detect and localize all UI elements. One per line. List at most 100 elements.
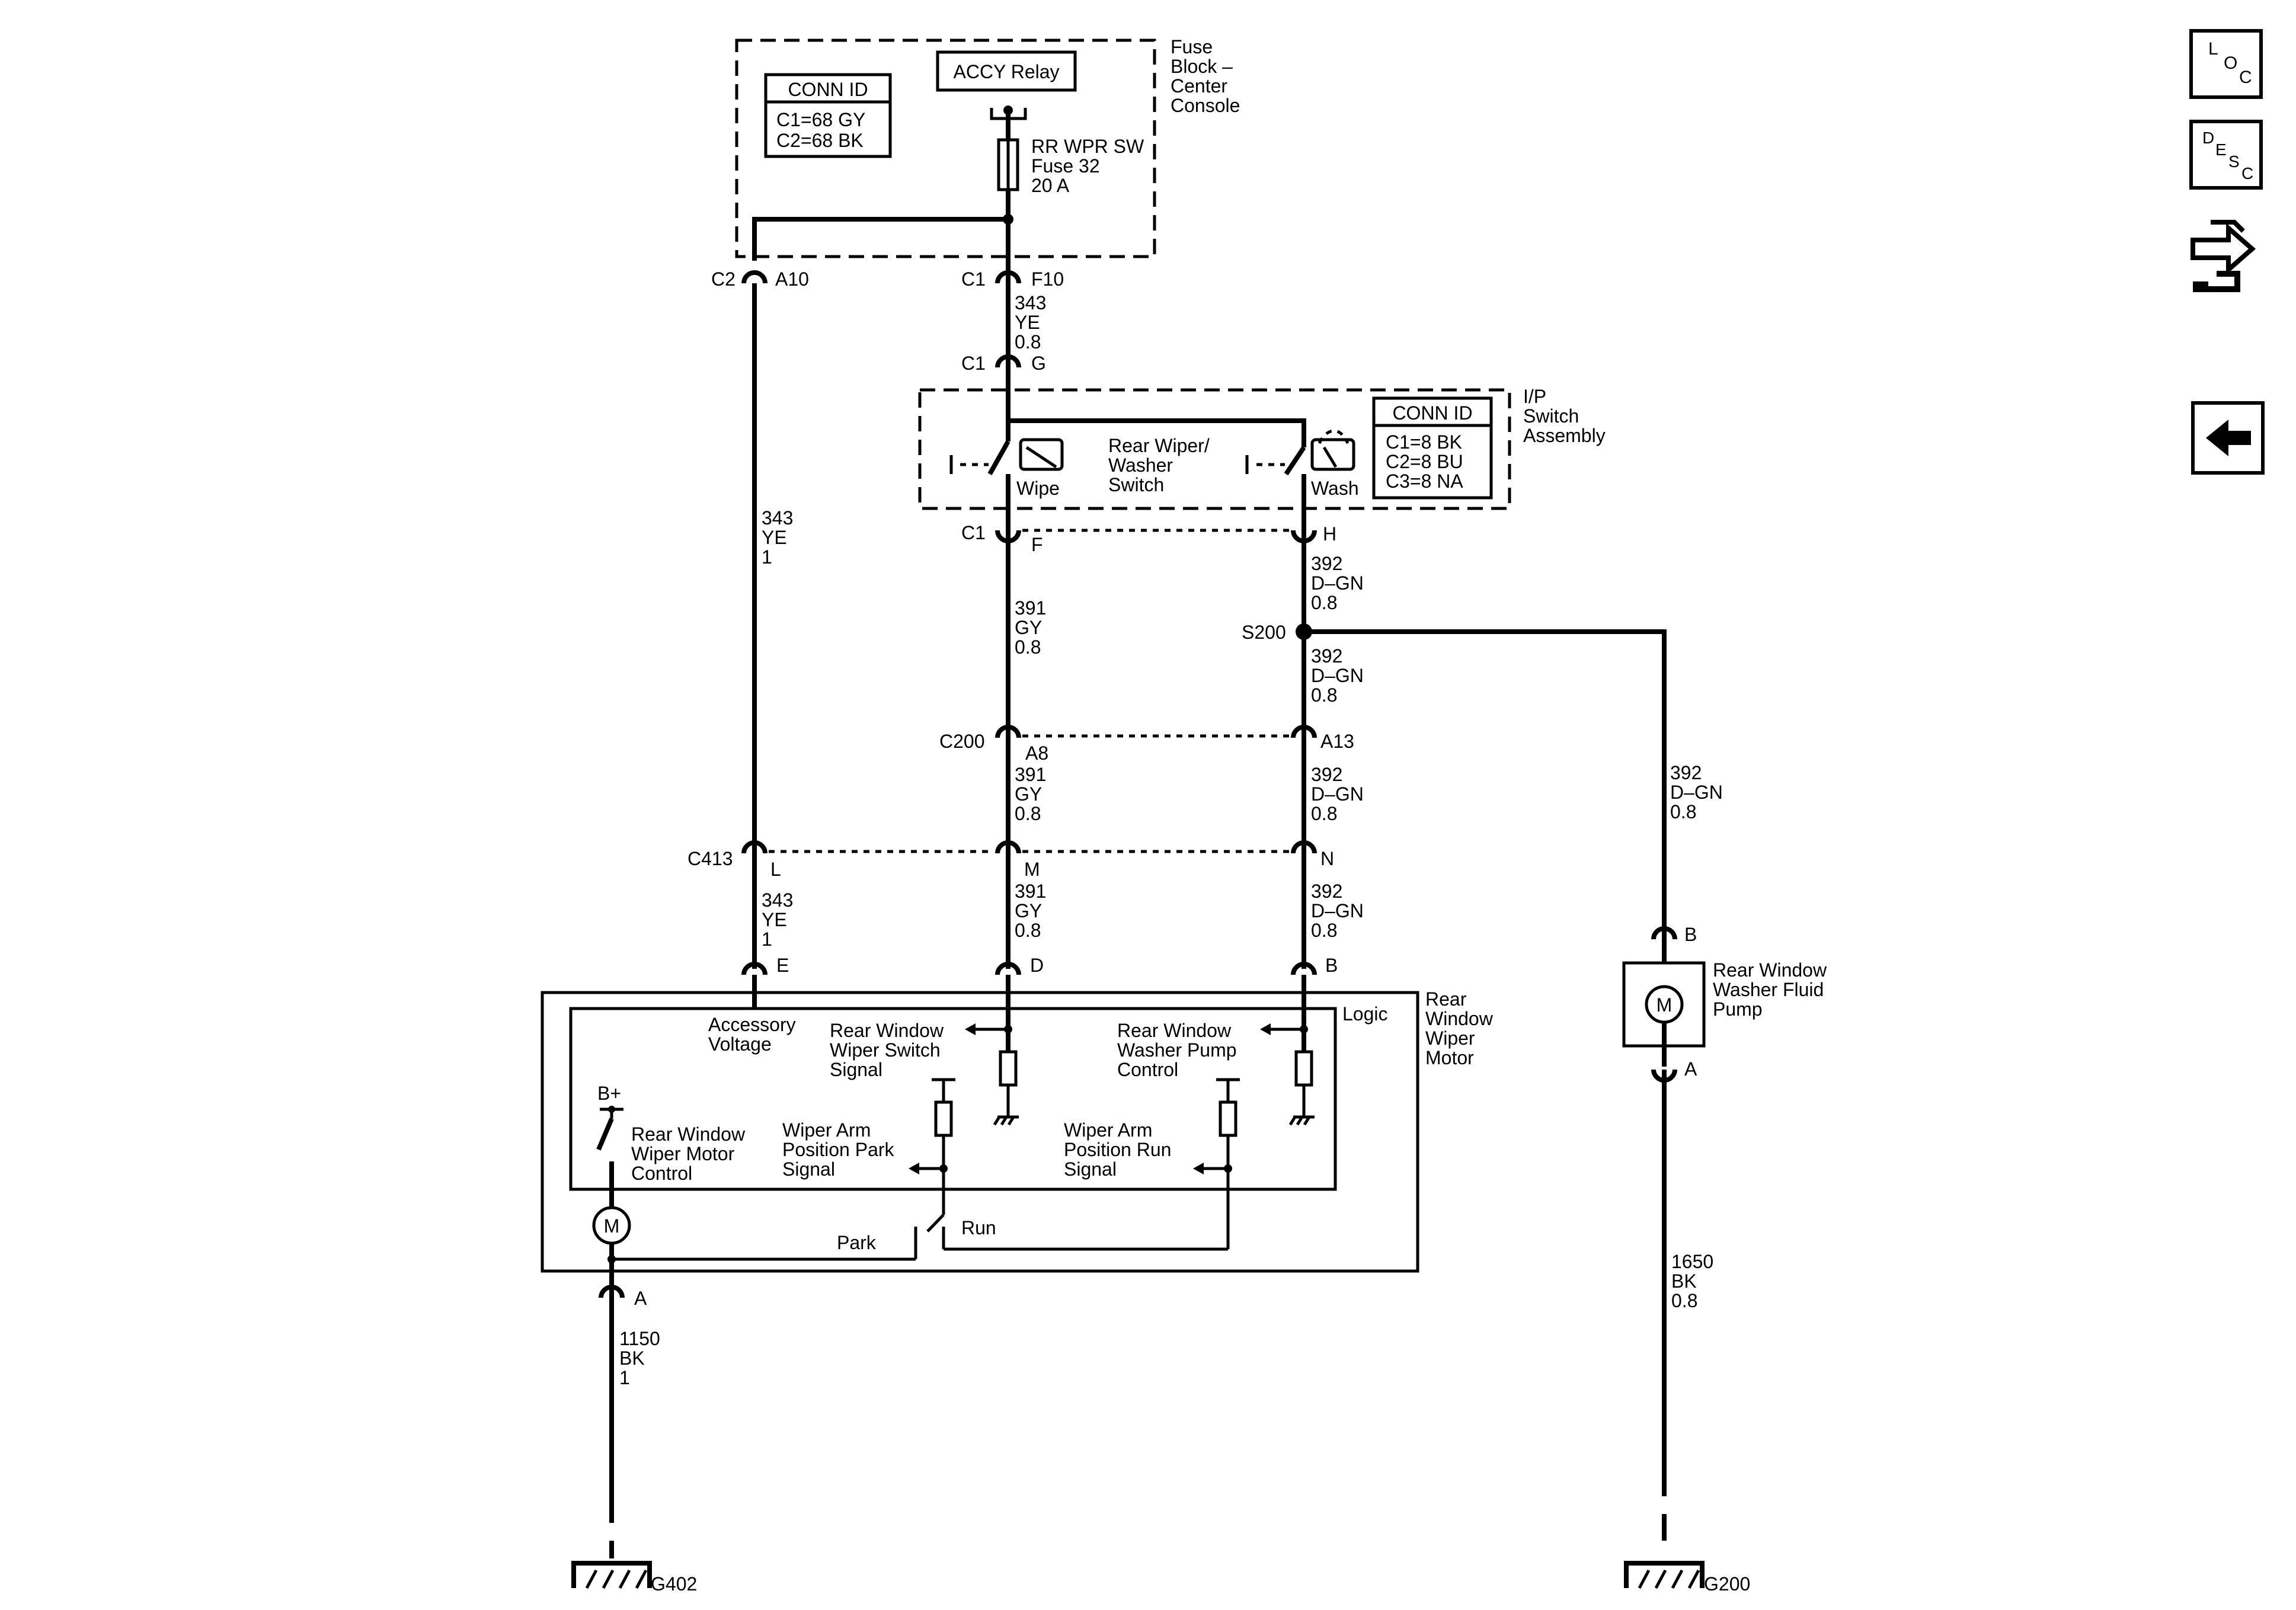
connector-c413-n	[1291, 840, 1317, 854]
wire-391-low-2: GY	[1015, 900, 1042, 921]
accessory-voltage-2: Voltage	[708, 1033, 772, 1055]
label-l: L	[770, 859, 781, 880]
label-c2: C2	[711, 268, 736, 290]
connector-pump-b	[1651, 926, 1677, 940]
fuse-conn-id-box	[764, 73, 892, 158]
label-a10: A10	[775, 268, 809, 290]
fuse-block-label-3: Center	[1171, 75, 1227, 97]
wire-1150-1: 1150	[619, 1328, 660, 1349]
loc-letter-l: L	[2208, 39, 2218, 59]
loc-letter-c: C	[2239, 68, 2252, 87]
wire-392-mid-1: 392	[1311, 645, 1342, 667]
wire-343-low-2: YE	[762, 909, 787, 930]
desc-letter-s: S	[2228, 152, 2240, 171]
ip-conn-c2: C2=8 BU	[1386, 451, 1463, 472]
wash-icon	[1310, 438, 1355, 471]
wire-343-long-3: 1	[762, 546, 772, 568]
label-g402: G402	[651, 1573, 697, 1595]
label-pump-a: A	[1684, 1058, 1697, 1080]
wire-392-mid2-3: 0.8	[1311, 803, 1337, 824]
pump-label-3: Pump	[1713, 998, 1763, 1020]
pump-label-1: Rear Window	[1713, 959, 1827, 981]
park-signal-1: Wiper Arm	[782, 1119, 871, 1141]
motor-control-3: Control	[631, 1163, 692, 1184]
back-button[interactable]	[2191, 401, 2265, 475]
connector-c200-a8	[995, 725, 1021, 738]
park-signal-2: Position Park	[782, 1139, 895, 1160]
run-signal-1: Wiper Arm	[1064, 1119, 1152, 1141]
ground-g200-icon	[1624, 1561, 1705, 1589]
loc-button[interactable]: L O C	[2189, 29, 2263, 99]
wire-392-mid2-2: D–GN	[1311, 783, 1364, 805]
motor-label-1: Rear	[1425, 988, 1467, 1010]
fuse-conn-id-title: CONN ID	[788, 79, 868, 100]
connector-b	[1291, 962, 1317, 975]
wipe-icon	[1019, 438, 1064, 471]
wire-391-upper-1: 391	[1015, 597, 1046, 619]
label-c1-f10: C1	[961, 268, 986, 290]
fuse-block-center-console: Fuse Block – Center Console CONN ID C1=6…	[735, 36, 1240, 258]
wire-391-upper-3: 0.8	[1015, 636, 1041, 658]
wire-392-upper-2: D–GN	[1311, 572, 1364, 594]
label-motor-a: A	[634, 1288, 647, 1309]
connector-c413-m	[995, 840, 1021, 854]
wire-1150-2: BK	[619, 1347, 645, 1369]
fuse-conn-c2: C2=68 BK	[776, 130, 864, 151]
label-c413: C413	[687, 848, 733, 869]
label-a8: A8	[1025, 742, 1048, 764]
desc-letter-c: C	[2241, 164, 2253, 183]
wire-392-mid-2: D–GN	[1311, 665, 1364, 686]
switch-signal-3: Signal	[830, 1059, 882, 1080]
switch-label-2: Washer	[1108, 454, 1173, 476]
fuse-block-label-4: Console	[1171, 95, 1240, 116]
wire-391-mid-2: GY	[1015, 783, 1042, 805]
wire-391-mid-1: 391	[1015, 764, 1046, 785]
logic-label: Logic	[1342, 1003, 1388, 1025]
wire-343-long-2: YE	[762, 527, 787, 548]
ip-conn-id-box	[1372, 396, 1493, 500]
wire-391-mid-3: 0.8	[1015, 803, 1041, 824]
wipe-label: Wipe	[1016, 478, 1060, 499]
switch-signal-2: Wiper Switch	[830, 1039, 941, 1061]
fuse-block-label-1: Fuse	[1171, 36, 1213, 57]
connector-c1-g	[995, 354, 1021, 368]
bplus-label: B+	[597, 1083, 621, 1104]
connector-c200-a13	[1291, 725, 1317, 738]
accessory-voltage-1: Accessory	[708, 1014, 796, 1035]
ip-conn-c3: C3=8 NA	[1386, 470, 1463, 492]
ip-switch-assembly: I/P Switch Assembly CONN ID C1=8 BK C2=8…	[918, 386, 1606, 516]
fuse-label-3: 20 A	[1031, 175, 1070, 196]
rear-window-washer-fluid-pump: M Rear Window Washer Fluid Pump	[1622, 959, 1827, 1048]
label-g200: G200	[1704, 1573, 1750, 1595]
wash-label: Wash	[1311, 478, 1359, 499]
motor-control-1: Rear Window	[631, 1124, 746, 1145]
wire-343-long-1: 343	[762, 507, 793, 529]
wire-391-low-3: 0.8	[1015, 920, 1041, 941]
pump-control-3: Control	[1117, 1059, 1178, 1080]
ip-switch-label-1: I/P	[1523, 386, 1546, 407]
park-label: Park	[837, 1232, 877, 1253]
accy-relay-box	[936, 50, 1077, 92]
wire-392-pump-3: 0.8	[1670, 801, 1696, 822]
wire-391-upper-2: GY	[1015, 617, 1042, 638]
label-h: H	[1323, 523, 1336, 545]
fuse-block-label-2: Block –	[1171, 56, 1233, 77]
accy-relay-label: ACCY Relay	[953, 61, 1059, 82]
wire-1650-3: 0.8	[1671, 1290, 1697, 1311]
motor-control-2: Wiper Motor	[631, 1143, 735, 1164]
wire-343-low-1: 343	[762, 889, 793, 911]
wire-392-low-2: D–GN	[1311, 900, 1364, 921]
label-a13: A13	[1320, 731, 1354, 752]
run-label: Run	[961, 1217, 996, 1238]
label-c1-g: C1	[961, 353, 986, 374]
fuse-conn-c1: C1=68 GY	[776, 109, 865, 130]
label-b: B	[1325, 955, 1338, 976]
pump-label-2: Washer Fluid	[1713, 979, 1824, 1000]
desc-button[interactable]: D E S C	[2189, 120, 2263, 190]
pump-control-2: Washer Pump	[1117, 1039, 1237, 1061]
label-d: D	[1030, 955, 1044, 976]
connector-view-icon[interactable]	[2191, 220, 2256, 292]
rear-window-wiper-motor: Rear Window Wiper Motor Logic Accessory …	[541, 975, 1494, 1304]
logic-ground-b-icon	[1288, 1115, 1315, 1126]
